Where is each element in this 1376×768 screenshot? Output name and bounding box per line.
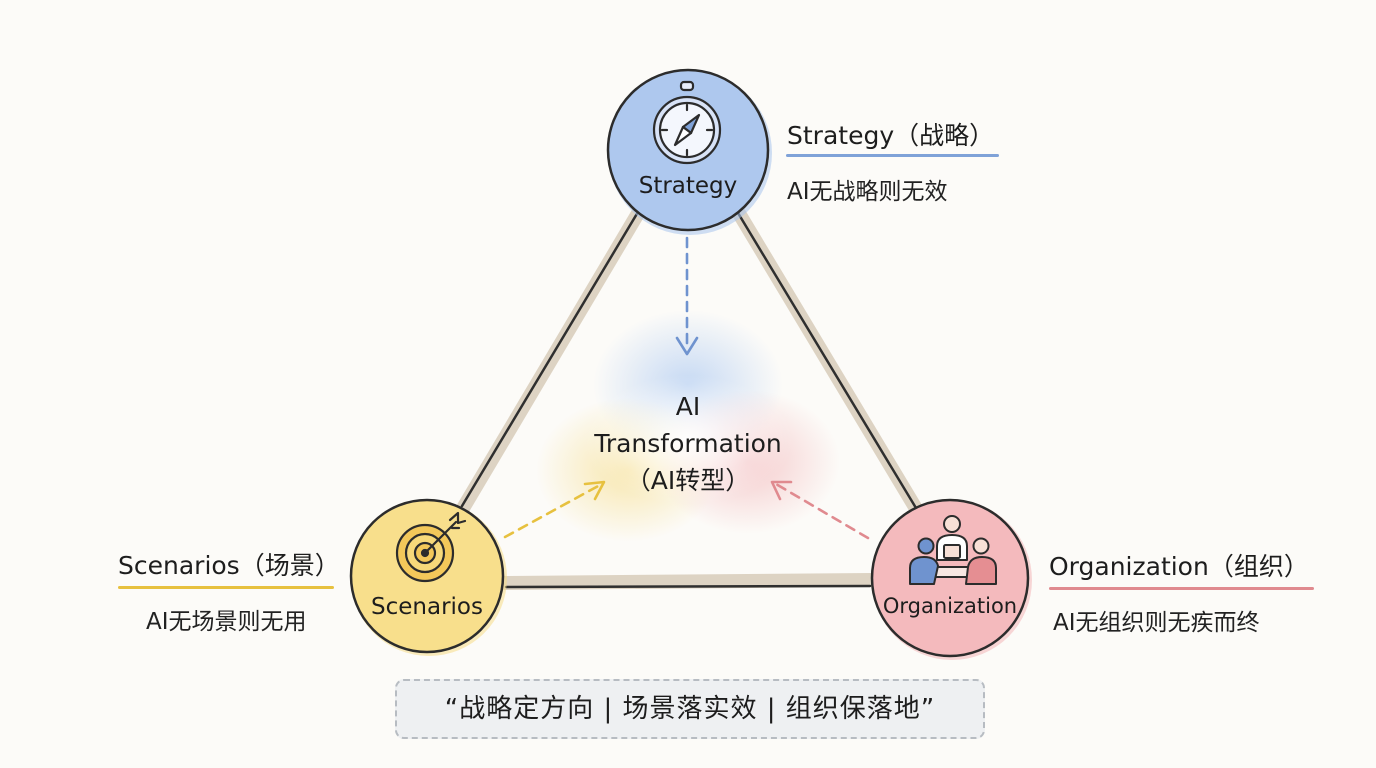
strategy-subtitle: AI无战略则无效	[787, 179, 948, 205]
scenarios-circle-label: Scenarios	[371, 594, 483, 620]
center-line-chinese: （AI转型）	[625, 466, 751, 495]
strategy-circle-label: Strategy	[638, 173, 738, 199]
strategy-title: Strategy（战略）	[787, 121, 995, 150]
target-icon	[395, 511, 467, 583]
scenarios-title: Scenarios（场景）	[118, 551, 340, 580]
organization-underline	[1049, 587, 1314, 590]
center-line-transformation: Transformation	[594, 429, 782, 458]
arrow-strategy-to-center	[675, 236, 699, 356]
organization-circle-label: Organization	[882, 594, 1018, 618]
arrow-organization-to-center	[770, 480, 870, 540]
scenarios-underline	[118, 586, 334, 589]
scenarios-subtitle: AI无场景则无用	[146, 609, 307, 635]
center-glow	[536, 310, 840, 542]
edge-strategy-scenarios	[455, 203, 647, 517]
organization-title: Organization（组织）	[1049, 552, 1309, 581]
summary-quote-box: “战略定方向 | 场景落实效 | 组织保落地”	[395, 679, 985, 739]
organization-subtitle: AI无组织则无疾而终	[1053, 610, 1260, 636]
triangle-edges	[455, 203, 925, 590]
edge-scenarios-organization	[498, 573, 879, 590]
arrow-scenarios-to-center	[503, 480, 606, 539]
center-label: AI Transformation （AI转型）	[538, 388, 838, 499]
strategy-underline	[786, 154, 999, 157]
team-icon	[909, 515, 997, 585]
edge-strategy-organization	[730, 203, 925, 519]
compass-icon	[652, 80, 722, 165]
center-line-ai: AI	[675, 392, 701, 421]
